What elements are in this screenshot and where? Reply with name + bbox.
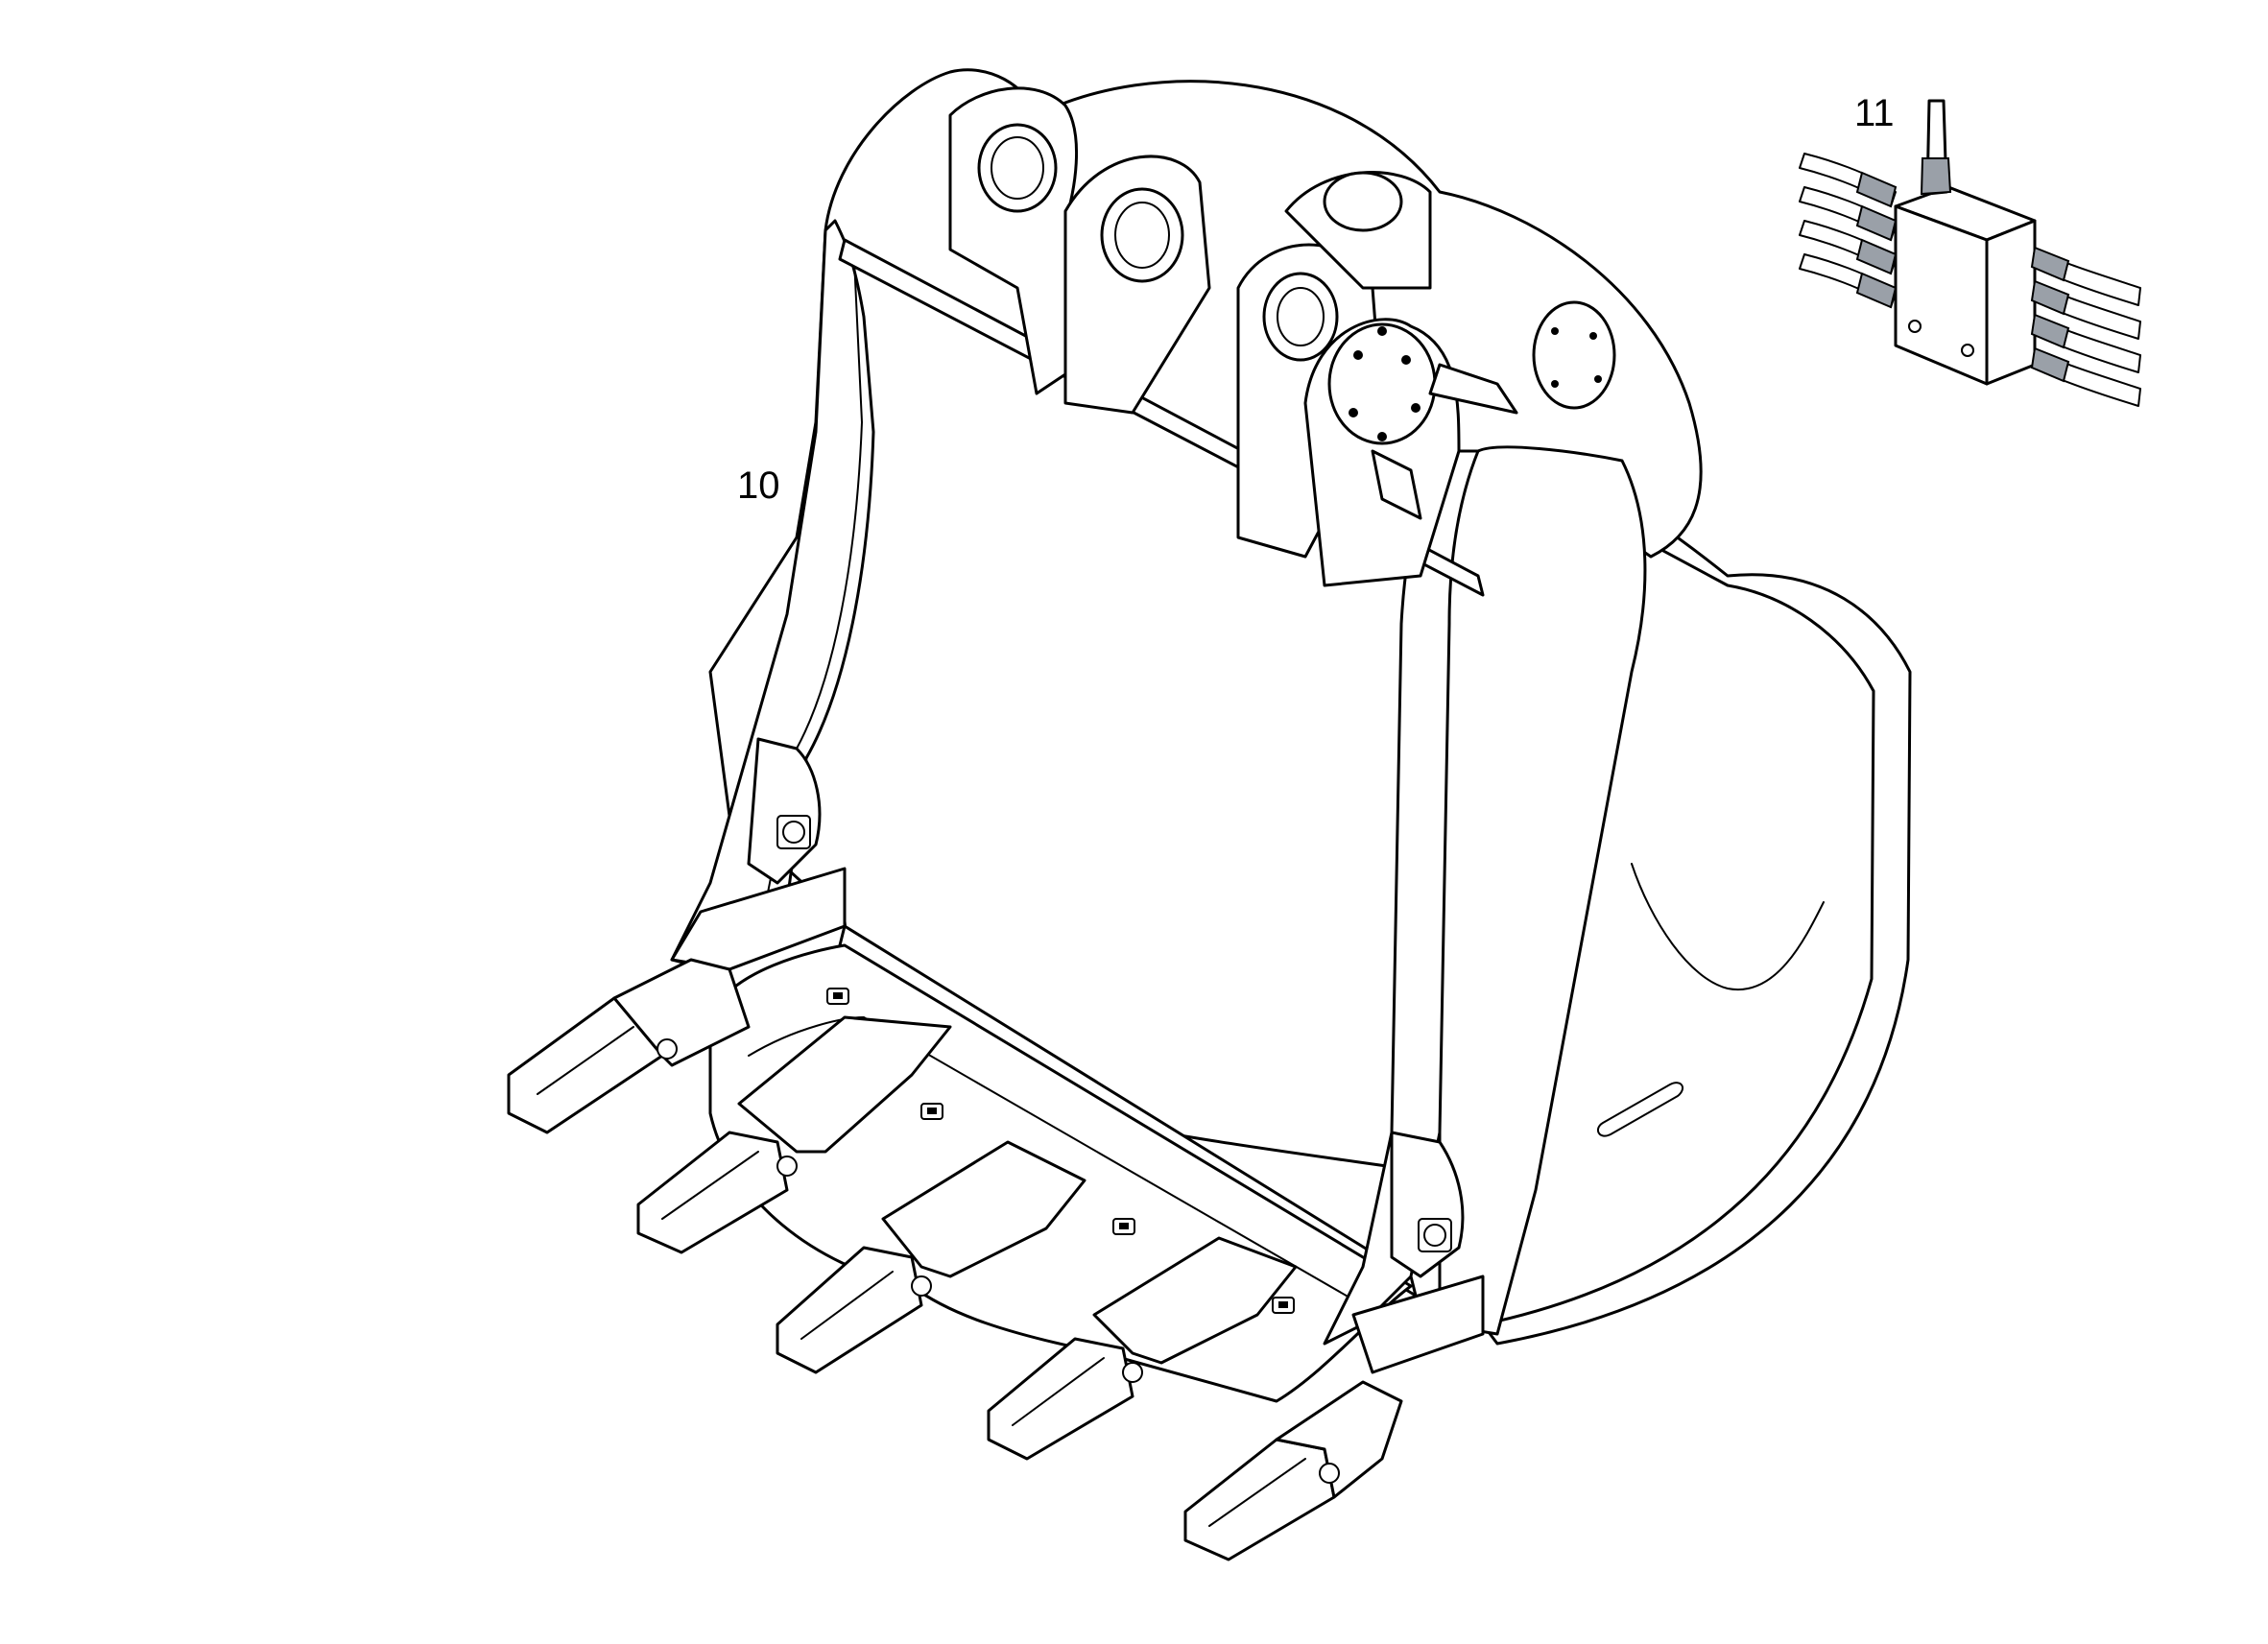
bucket-shell-right	[1476, 448, 1912, 1346]
left-wedge-plate	[670, 867, 847, 971]
ear-bore-1-inner	[991, 136, 1044, 200]
tooth-5	[1183, 1380, 1403, 1561]
side-wall-recess	[1631, 863, 1825, 991]
right-boss-hole	[1423, 1224, 1446, 1247]
left-hoses	[1799, 153, 1898, 309]
wear-buttons	[826, 988, 1295, 1314]
callout-label-hose-manifold: 11	[1854, 92, 1895, 134]
left-shank-inner	[767, 258, 863, 893]
cover-bolts	[1349, 326, 1602, 441]
callout-label-bucket: 10	[737, 465, 780, 507]
ear-bore-3-inner	[1277, 287, 1325, 346]
manifold-port-1	[1908, 320, 1922, 333]
ear-cover-plate-1	[1327, 322, 1437, 445]
bucket-assembly	[507, 68, 1912, 1561]
right-hoses	[2030, 246, 2141, 407]
ear-bore-3	[1262, 272, 1339, 362]
ear-web-plate	[1428, 363, 1518, 415]
tooth-3	[776, 1140, 1086, 1374]
manifold-port-2	[1961, 344, 1974, 357]
manifold-block-side	[1985, 219, 2037, 386]
ear-web-plate-2	[1371, 449, 1422, 520]
side-slot	[1596, 1082, 1684, 1137]
ear-bore-2-inner	[1114, 202, 1170, 269]
tooth-1	[507, 958, 751, 1134]
tooth-2	[636, 1015, 952, 1254]
bucket-teeth	[507, 958, 1403, 1561]
ear-bore-4	[1323, 171, 1403, 232]
tooth-4	[987, 1236, 1298, 1461]
feed-hose-fitting	[1920, 157, 1952, 196]
right-wedge-plate	[1351, 1275, 1485, 1374]
ear-cover-plate-2	[1532, 300, 1616, 410]
left-boss-hole	[782, 821, 805, 844]
hose-manifold-assembly	[1799, 99, 2141, 407]
